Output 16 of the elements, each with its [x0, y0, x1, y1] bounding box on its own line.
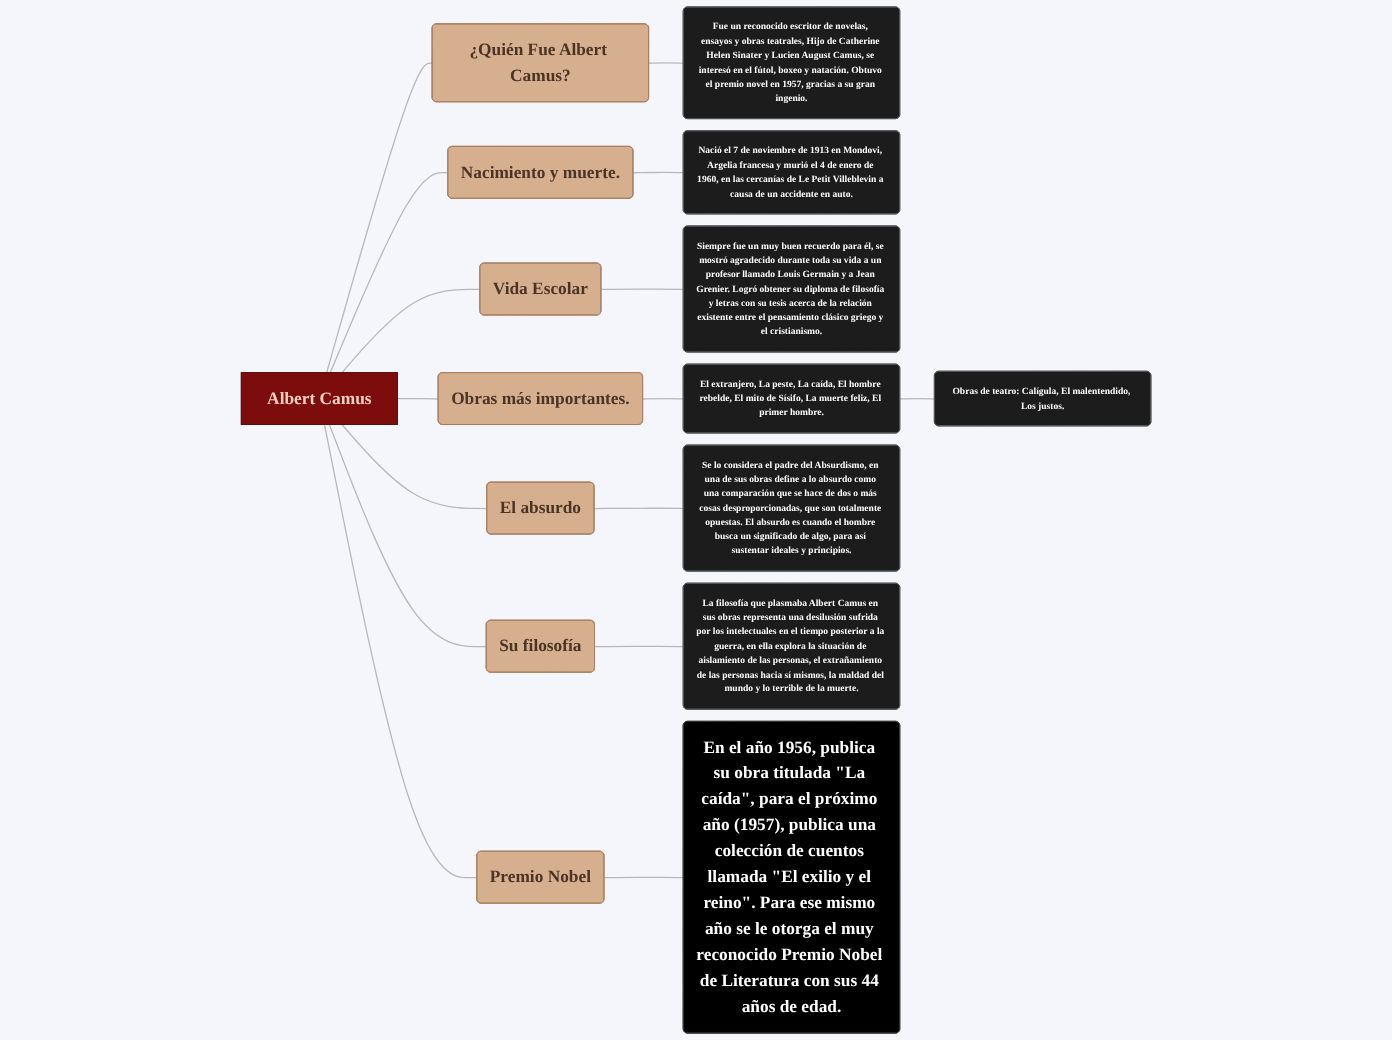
- connector: [600, 288, 685, 291]
- node-box: Albert Camus: [240, 372, 398, 425]
- connector: [396, 397, 440, 400]
- connector: [323, 423, 478, 879]
- connector: [603, 876, 685, 879]
- connector: [594, 645, 685, 648]
- connector: [648, 62, 685, 64]
- connector: [593, 507, 685, 510]
- connector: [341, 423, 488, 510]
- connector: [328, 423, 488, 648]
- connector: [632, 171, 685, 174]
- connector: [329, 172, 449, 374]
- connector: [341, 288, 481, 374]
- connector: [326, 62, 434, 374]
- connector: [899, 398, 936, 400]
- connector: [642, 398, 685, 400]
